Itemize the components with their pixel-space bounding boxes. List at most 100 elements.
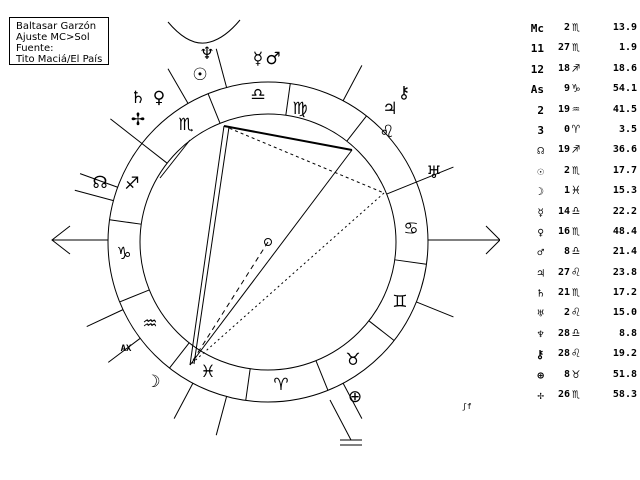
row-minutes: 51.8 <box>612 368 637 380</box>
row-degree: 16 <box>557 225 570 237</box>
row-label: ☊ <box>537 144 544 158</box>
sign-taurus: ♉ <box>345 350 360 370</box>
row-label: ♅ <box>537 307 544 321</box>
row-minutes: 15.0 <box>612 307 637 319</box>
row-degree: 1 <box>563 185 570 197</box>
row-degree: 2 <box>563 307 570 319</box>
house-cusps <box>74 48 454 436</box>
natal-wheel: ♎ ♍ ♌ ♋ ♊ ♉ ♈ ♓ ♒ ♑ ♐ ♏ ☉ ♆ ☿ ♂ ♃ ⚷ ♅ ♄ … <box>51 19 500 446</box>
sign-divider <box>315 360 329 391</box>
chart-info-box: Baltasar Garzón Ajuste MC>Sol Fuente: Ti… <box>9 17 109 65</box>
info-source: Tito Maciá/El País <box>16 54 103 65</box>
sign-scorpio: ♏ <box>178 115 193 135</box>
row-degree: 28 <box>557 348 570 360</box>
aspect-line <box>189 125 225 366</box>
row-degree: 18 <box>557 62 570 74</box>
house-cusp <box>173 383 194 419</box>
aspect-line <box>189 192 385 366</box>
neptune-glyph-icon: ♆ <box>199 44 214 64</box>
row-minutes: 48.4 <box>612 225 637 237</box>
row-minutes: 58.3 <box>612 389 637 401</box>
house-cusp <box>86 309 124 327</box>
outer-circle <box>107 81 429 403</box>
aspect-line <box>223 125 385 194</box>
row-label: 3 <box>537 123 544 137</box>
row-minutes: 3.5 <box>618 123 637 135</box>
row-minutes: 19.2 <box>612 348 637 360</box>
house-cusp <box>167 68 189 104</box>
row-sign: ♏ <box>572 285 580 301</box>
sign-divider <box>368 320 395 341</box>
house-cusp <box>342 383 363 419</box>
row-degree: 0 <box>563 123 570 135</box>
row-degree: 21 <box>557 287 570 299</box>
row-sign: ♈ <box>572 121 580 137</box>
row-minutes: 8.8 <box>618 327 637 339</box>
vertex-glyph-icon: ✢ <box>131 110 145 130</box>
row-label: ♀ <box>537 225 544 239</box>
sign-pisces: ♓ <box>200 362 215 382</box>
house-cusp <box>416 166 454 183</box>
sign-divider <box>386 181 417 195</box>
row-label: 11 <box>530 42 544 56</box>
row-sign: ♏ <box>572 20 580 35</box>
row-sign: ♐ <box>572 142 580 158</box>
row-label: ☿ <box>537 205 544 219</box>
sign-divider <box>169 342 190 369</box>
house-cusp <box>79 173 118 188</box>
row-sign: ♏ <box>572 387 580 403</box>
sign-aries: ♈ <box>273 375 288 395</box>
position-row: ♂8♎21.4 <box>500 244 640 266</box>
row-label: 2 <box>537 103 544 117</box>
sign-divider <box>245 368 251 401</box>
mercury-glyph-icon: ☿ <box>253 49 263 69</box>
sign-leo: ♌ <box>379 122 394 142</box>
row-sign: ♒ <box>572 101 580 117</box>
aspect-line <box>193 126 230 365</box>
position-row: ♄21♏17.2 <box>500 285 640 307</box>
info-source-label: Fuente: <box>16 43 54 54</box>
row-degree: 27 <box>557 42 570 54</box>
row-sign: ♎ <box>572 325 580 341</box>
row-minutes: 18.6 <box>612 62 637 74</box>
sign-libra: ♎ <box>250 85 265 105</box>
sign-divider <box>207 93 221 124</box>
aspect-line <box>159 139 191 179</box>
aspect-line <box>223 125 353 151</box>
signature: ʃf <box>462 402 472 411</box>
row-degree: 27 <box>557 266 570 278</box>
row-sign: ♏ <box>572 223 580 239</box>
row-sign: ♐ <box>572 60 580 76</box>
row-label: ♆ <box>537 327 544 341</box>
row-minutes: 21.4 <box>612 246 637 258</box>
node-glyph-icon: ☊ <box>92 173 107 193</box>
row-minutes: 17.7 <box>612 164 637 176</box>
position-row: 3 0♈ 3.5 <box>500 121 640 144</box>
sign-divider <box>141 143 168 164</box>
sign-dividers <box>109 83 427 401</box>
row-minutes: 17.2 <box>612 287 637 299</box>
row-degree: 8 <box>563 368 570 380</box>
row-minutes: 23.8 <box>612 266 637 278</box>
house-cusp <box>215 48 228 88</box>
row-degree: 28 <box>557 327 570 339</box>
position-row: ⚷28♌19.2 <box>500 346 640 368</box>
row-label: As <box>530 83 544 97</box>
row-label: ☽ <box>537 185 544 199</box>
row-sign: ♓ <box>572 183 580 199</box>
position-row: ☉2♏17.7 <box>500 163 640 185</box>
position-row: ♀ 16♏ 48.4 <box>500 223 640 246</box>
row-label: ⊕ <box>537 368 544 382</box>
row-label: ♃ <box>537 266 544 280</box>
row-sign: ♏ <box>572 40 580 56</box>
row-label: ⚷ <box>535 348 544 362</box>
sun-glyph-icon: ☉ <box>192 65 207 85</box>
row-label: Mc <box>530 22 544 35</box>
sign-divider <box>285 83 291 116</box>
house-cusp <box>107 337 141 363</box>
row-sign: ♎ <box>572 244 580 260</box>
